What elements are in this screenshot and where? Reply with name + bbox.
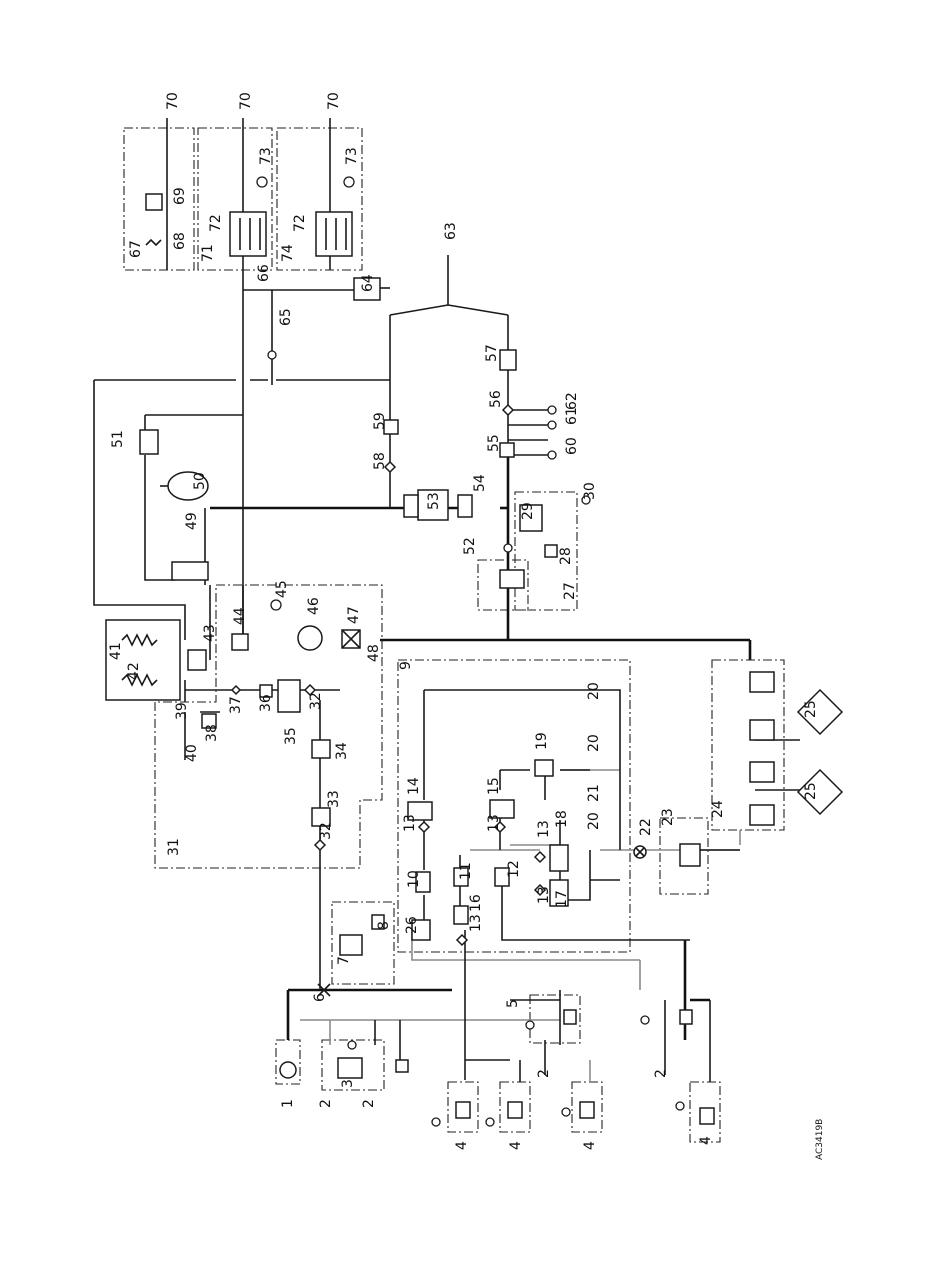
component-label-41: 41 bbox=[108, 642, 124, 660]
component-label-9: 9 bbox=[398, 661, 414, 670]
component-label-20: 20 bbox=[586, 682, 602, 700]
component-label-36: 36 bbox=[258, 694, 274, 712]
component-label-4: 4 bbox=[698, 1136, 714, 1145]
component-label-30: 30 bbox=[582, 482, 598, 500]
component-label-70: 70 bbox=[238, 92, 254, 110]
component-label-52: 52 bbox=[462, 537, 478, 555]
component-label-19: 19 bbox=[534, 732, 550, 750]
drawing-code: AC3419B bbox=[815, 1119, 825, 1160]
component-label-38: 38 bbox=[204, 724, 220, 742]
component-label-26: 26 bbox=[404, 916, 420, 934]
component-label-29: 29 bbox=[520, 502, 536, 520]
component-label-70: 70 bbox=[326, 92, 342, 110]
component-label-32: 32 bbox=[308, 692, 324, 710]
component-label-21: 21 bbox=[586, 784, 602, 802]
component-label-56: 56 bbox=[488, 390, 504, 408]
air-tank bbox=[298, 626, 322, 650]
component-label-69: 69 bbox=[172, 187, 188, 205]
component-label-20: 20 bbox=[586, 734, 602, 752]
component-label-18: 18 bbox=[554, 810, 570, 828]
component-label-31: 31 bbox=[166, 838, 182, 856]
component-label-2: 2 bbox=[653, 1069, 669, 1078]
component-label-74: 74 bbox=[280, 244, 296, 262]
component-label-17: 17 bbox=[554, 890, 570, 908]
component-label-71: 71 bbox=[200, 244, 216, 262]
component-label-2: 2 bbox=[361, 1099, 377, 1108]
component-label-60: 60 bbox=[564, 437, 580, 455]
component-label-65: 65 bbox=[278, 308, 294, 326]
component-label-4: 4 bbox=[508, 1141, 524, 1150]
component-label-25: 25 bbox=[803, 782, 819, 800]
component-label-3: 3 bbox=[340, 1079, 356, 1088]
component-label-32: 32 bbox=[318, 822, 334, 840]
component-label-51: 51 bbox=[110, 430, 126, 448]
component-label-2: 2 bbox=[318, 1099, 334, 1108]
components bbox=[106, 194, 842, 1124]
component-label-5: 5 bbox=[505, 999, 521, 1008]
component-label-1: 1 bbox=[280, 1099, 296, 1108]
component-label-73: 73 bbox=[258, 147, 274, 165]
component-label-37: 37 bbox=[228, 696, 244, 714]
component-label-16: 16 bbox=[468, 894, 484, 912]
component-label-46: 46 bbox=[306, 597, 322, 615]
component-label-7: 7 bbox=[336, 956, 352, 965]
component-label-13: 13 bbox=[486, 814, 502, 832]
component-label-57: 57 bbox=[484, 344, 500, 362]
component-label-25: 25 bbox=[803, 700, 819, 718]
component-label-45: 45 bbox=[274, 580, 290, 598]
component-label-50: 50 bbox=[192, 472, 208, 490]
component-label-4: 4 bbox=[454, 1141, 470, 1150]
component-label-20: 20 bbox=[586, 812, 602, 830]
component-label-24: 24 bbox=[710, 800, 726, 818]
component-label-15: 15 bbox=[486, 777, 502, 795]
component-label-55: 55 bbox=[486, 434, 502, 452]
component-label-4: 4 bbox=[582, 1141, 598, 1150]
component-label-48: 48 bbox=[366, 644, 382, 662]
component-label-49: 49 bbox=[184, 512, 200, 530]
component-label-66: 66 bbox=[256, 264, 272, 282]
component-label-53: 53 bbox=[426, 492, 442, 510]
component-label-12: 12 bbox=[506, 860, 522, 878]
component-label-63: 63 bbox=[443, 222, 459, 240]
component-label-44: 44 bbox=[232, 607, 248, 625]
component-label-40: 40 bbox=[184, 744, 200, 762]
component-label-43: 43 bbox=[202, 624, 218, 642]
gauges bbox=[257, 177, 684, 1126]
component-label-62: 62 bbox=[564, 392, 580, 410]
component-label-10: 10 bbox=[406, 870, 422, 888]
component-label-47: 47 bbox=[346, 606, 362, 624]
component-label-6: 6 bbox=[312, 993, 328, 1002]
component-label-73: 73 bbox=[344, 147, 360, 165]
component-label-70: 70 bbox=[165, 92, 181, 110]
component-label-11: 11 bbox=[458, 862, 474, 880]
component-label-68: 68 bbox=[172, 232, 188, 250]
component-label-72: 72 bbox=[208, 214, 224, 232]
component-label-58: 58 bbox=[372, 452, 388, 470]
component-label-27: 27 bbox=[562, 582, 578, 600]
component-label-8: 8 bbox=[376, 921, 392, 930]
component-label-67: 67 bbox=[128, 240, 144, 258]
component-label-22: 22 bbox=[638, 818, 654, 836]
component-label-64: 64 bbox=[360, 274, 376, 292]
component-label-72: 72 bbox=[292, 214, 308, 232]
component-label-59: 59 bbox=[372, 412, 388, 430]
component-label-54: 54 bbox=[472, 474, 488, 492]
component-label-23: 23 bbox=[660, 808, 676, 826]
component-label-28: 28 bbox=[558, 547, 574, 565]
component-label-13: 13 bbox=[468, 914, 484, 932]
component-label-33: 33 bbox=[326, 790, 342, 808]
component-label-14: 14 bbox=[406, 777, 422, 795]
component-label-34: 34 bbox=[334, 742, 350, 760]
component-label-39: 39 bbox=[174, 702, 190, 720]
check-valves bbox=[232, 405, 545, 945]
component-label-35: 35 bbox=[283, 727, 299, 745]
component-label-2: 2 bbox=[536, 1069, 552, 1078]
component-label-13: 13 bbox=[536, 820, 552, 838]
component-label-13: 13 bbox=[536, 886, 552, 904]
component-label-13: 13 bbox=[402, 814, 418, 832]
component-label-42: 42 bbox=[126, 662, 142, 680]
